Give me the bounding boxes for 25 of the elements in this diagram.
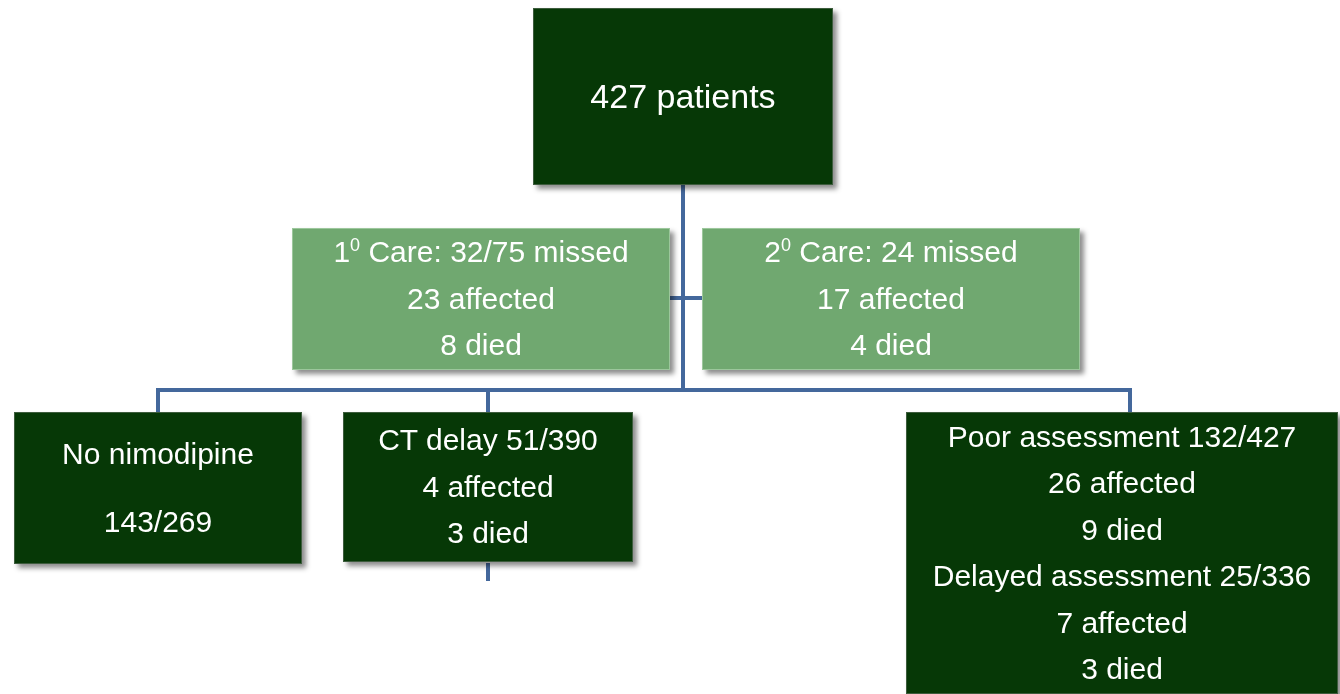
- process-box: [906, 412, 1338, 694]
- box-text: CT delay 51/390: [378, 422, 598, 459]
- box-text: 9 died: [1081, 511, 1163, 548]
- process-box: [14, 412, 302, 564]
- connector-line: [486, 563, 490, 581]
- box-text: 23 affected: [407, 280, 555, 317]
- box-text: 7 affected: [1056, 604, 1188, 641]
- process-box: [533, 8, 833, 185]
- box-text: Delayed assessment 25/336: [932, 558, 1312, 594]
- box-text: 1$^{0}$ Care: 32/75 missed: [333, 234, 629, 271]
- box-text: 26 affected: [1048, 465, 1196, 501]
- box-text: 143/269: [103, 504, 213, 540]
- box-text: 3 died: [1081, 651, 1163, 687]
- box-text: 427 patients: [590, 76, 776, 118]
- box-text: 2$^{0}$ Care: 24 missed: [764, 234, 1018, 271]
- box-text: 17 affected: [817, 280, 965, 317]
- process-box: [292, 228, 670, 370]
- box-text: 4 affected: [422, 468, 554, 505]
- process-box: [343, 412, 633, 562]
- box-text: No nimodipine: [62, 435, 254, 472]
- box-text: 3 died: [447, 515, 529, 552]
- box-text: 8 died: [440, 327, 522, 364]
- process-box: [702, 228, 1080, 370]
- box-text: 4 died: [850, 327, 932, 364]
- box-text: Poor assessment 132/427: [947, 418, 1297, 455]
